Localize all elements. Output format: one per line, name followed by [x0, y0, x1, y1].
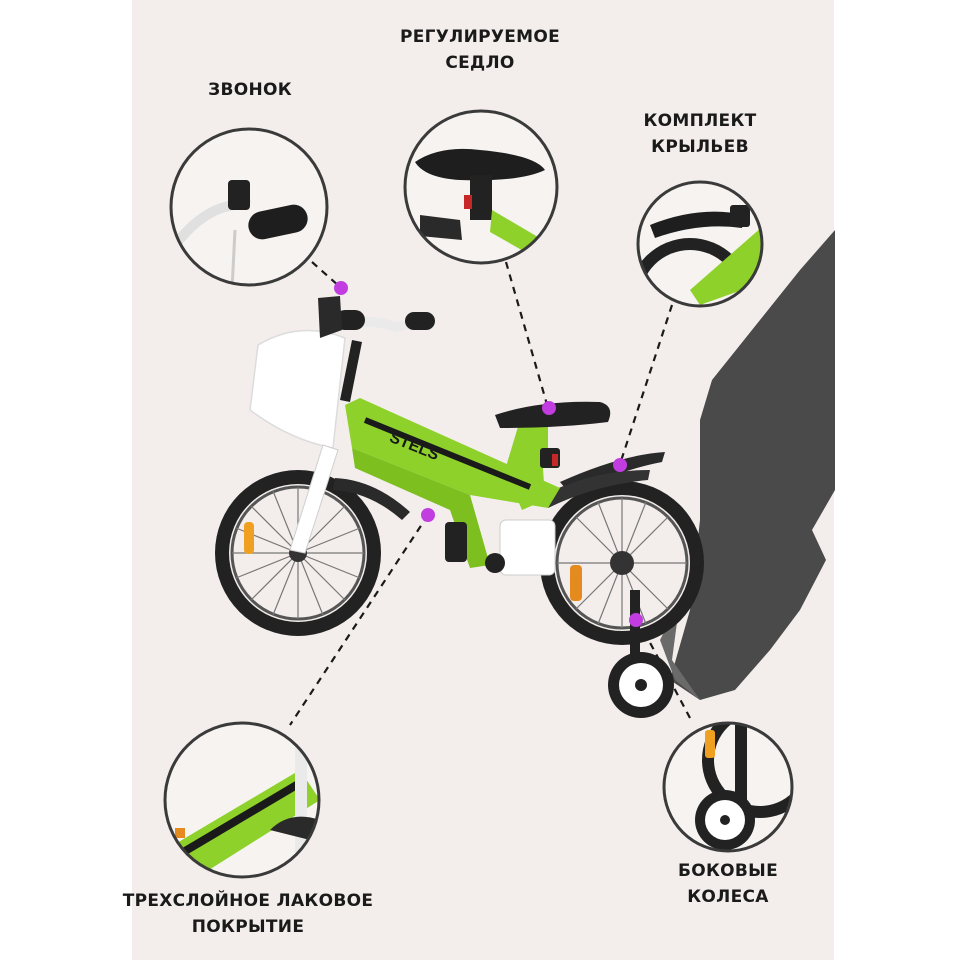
paint-label: ТРЕХСЛОЙНОЕ ЛАКОВОЕ ПОКРЫТИЕ — [110, 888, 386, 940]
accent-dots — [334, 281, 643, 627]
front-wheel — [215, 470, 381, 636]
training-wheels-zoom-circle — [662, 721, 794, 853]
paint-zoom-circle — [163, 721, 321, 879]
saddle-zoom-circle — [403, 109, 559, 265]
training-wheels-label-line1: БОКОВЫЕ — [677, 861, 779, 881]
fenders-label: КОМПЛЕКТ КРЫЛЬЕВ — [630, 108, 770, 160]
saddle-label-line2: СЕДЛО — [445, 53, 515, 73]
paint-label-line2: ПОКРЫТИЕ — [191, 917, 305, 937]
fenders-label-line2: КРЫЛЬЕВ — [651, 137, 749, 157]
fender-zoom-circle — [636, 180, 764, 308]
bell-zoom-circle — [169, 127, 329, 287]
training-wheels-label-line2: КОЛЕСА — [687, 887, 769, 907]
bike: STELS — [215, 296, 704, 718]
bell-label: ЗВОНОК — [190, 77, 310, 103]
saddle-label-line1: РЕГУЛИРУЕМОЕ — [399, 27, 561, 47]
saddle-label: РЕГУЛИРУЕМОЕ СЕДЛО — [385, 24, 575, 76]
paint-label-line1: ТРЕХСЛОЙНОЕ ЛАКОВОЕ — [122, 891, 374, 911]
bell-label-line1: ЗВОНОК — [208, 80, 292, 100]
brush-stroke — [670, 230, 835, 700]
rear-wheel — [540, 481, 704, 645]
fenders-label-line1: КОМПЛЕКТ — [643, 111, 757, 131]
training-wheels-label: БОКОВЫЕ КОЛЕСА — [660, 858, 796, 910]
